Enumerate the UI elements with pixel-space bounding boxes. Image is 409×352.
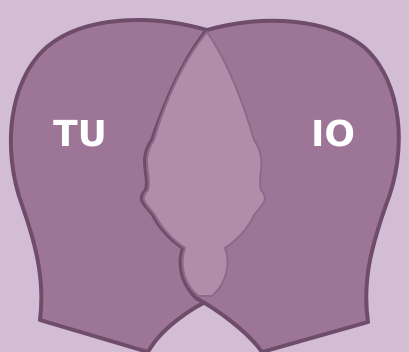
left-head-label: TU — [53, 114, 107, 155]
right-head-label: IO — [311, 114, 355, 155]
